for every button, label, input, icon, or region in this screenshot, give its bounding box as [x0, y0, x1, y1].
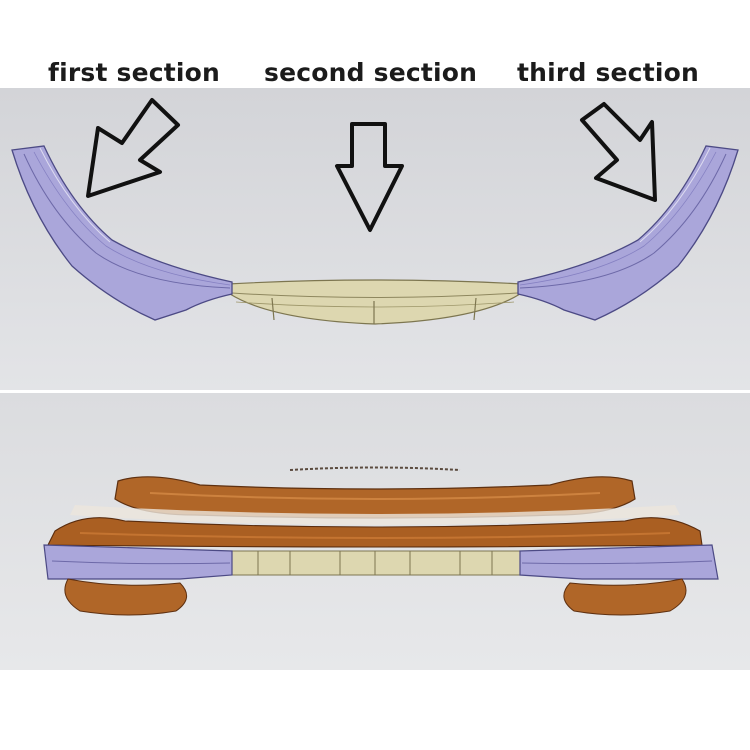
first-section-label: first section — [48, 58, 221, 87]
cad-model-drawing — [11, 145, 739, 325]
scan-lower-right — [563, 578, 687, 616]
cad-model-panel — [0, 88, 750, 390]
third-section-label: third section — [517, 58, 699, 87]
scan-overlay-panel — [0, 393, 750, 670]
first-section-part — [11, 145, 233, 321]
third-section-part — [517, 145, 739, 321]
scan-overlay-drawing — [43, 466, 719, 616]
second-section-label: second section — [264, 58, 478, 87]
overlay-first-section — [43, 544, 233, 580]
center-section-part — [227, 279, 523, 325]
scan-lower-left — [64, 578, 187, 616]
overlay-third-section — [519, 544, 719, 580]
scan-lower-lip — [47, 517, 703, 548]
